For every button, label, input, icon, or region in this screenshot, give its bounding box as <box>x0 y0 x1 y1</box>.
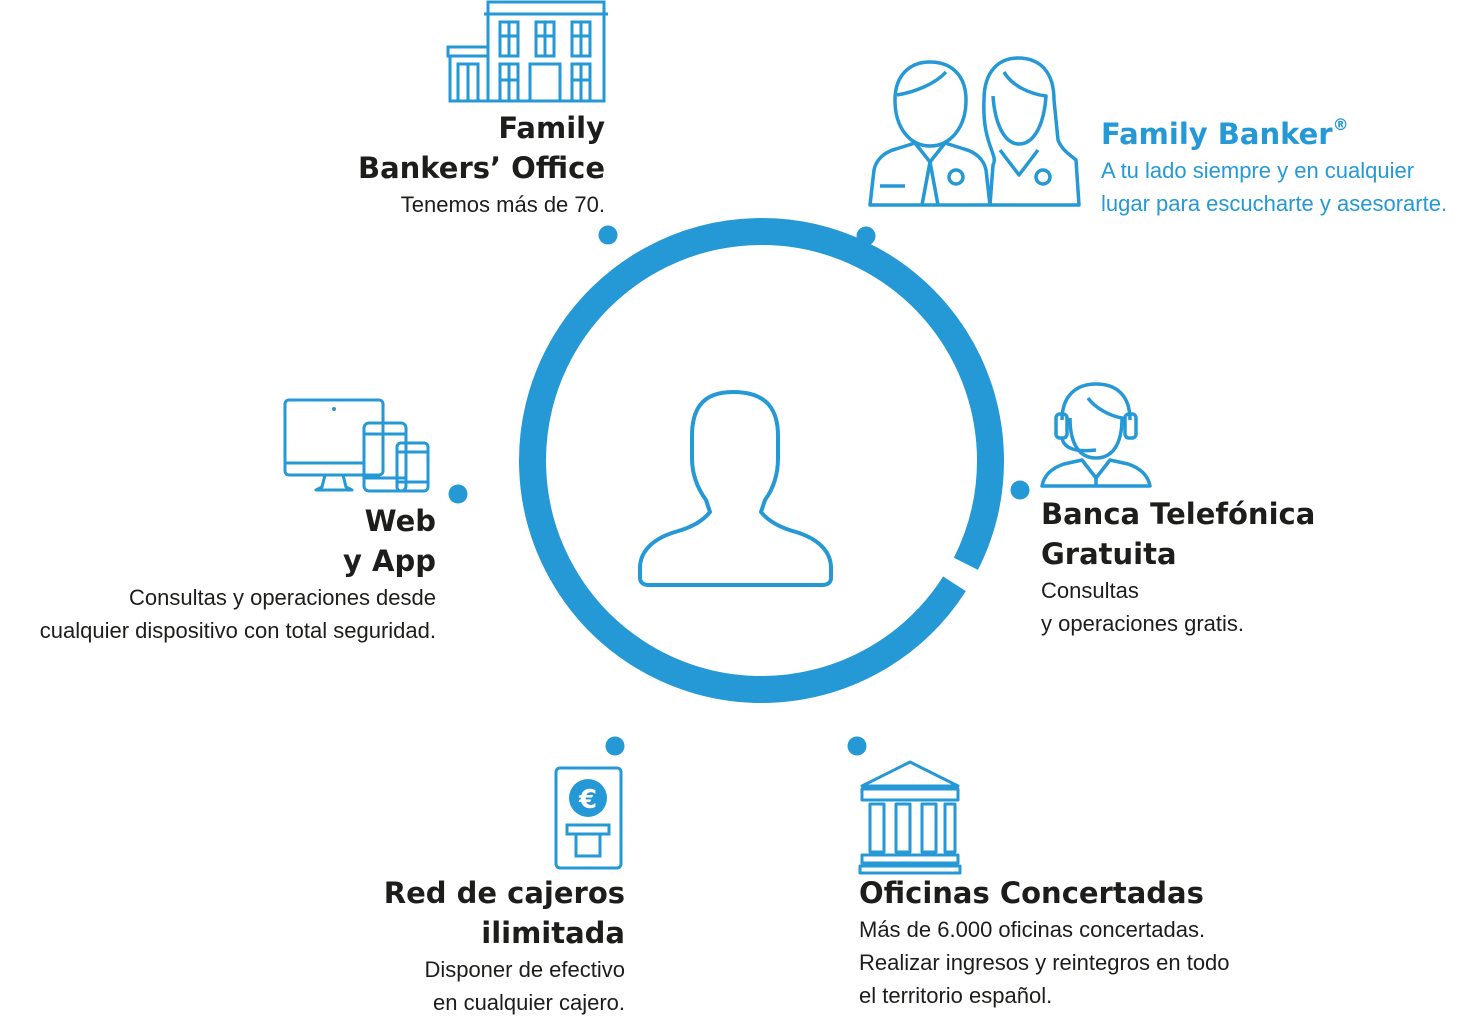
dot-atm <box>605 736 625 756</box>
dot-banker <box>856 226 876 246</box>
dot-web <box>448 484 468 504</box>
channel-phone: Banca Telefónica Gratuita Consultas y op… <box>1041 494 1315 640</box>
channel-office: Family Bankers’ Office Tenemos más de 70… <box>358 108 605 221</box>
banker-desc-line1: A tu lado siempre y en cualquier <box>1101 158 1415 183</box>
bank-building-icon <box>858 760 962 875</box>
headset-operator-icon <box>1040 382 1152 488</box>
web-title-line2: y App <box>343 544 436 578</box>
web-desc-line1: Consultas y operaciones desde <box>129 585 436 610</box>
web-title-line1: Web <box>364 504 436 538</box>
channel-web: Web y App Consultas y operaciones desde … <box>40 501 436 647</box>
banker-title: Family Banker® <box>1101 114 1447 154</box>
office-title-line2: Bankers’ Office <box>357 151 605 185</box>
channel-atm: Red de cajeros ilimitada Disponer de efe… <box>384 873 625 1019</box>
branches-title-line1: Oficinas Concertadas <box>859 876 1204 910</box>
central-ring <box>519 218 1004 704</box>
devices-camera-dot <box>332 407 336 411</box>
connector-dots <box>448 225 1030 756</box>
atm-desc-line1: Disponer de efectivo <box>424 957 625 982</box>
phone-desc-line2: y operaciones gratis. <box>1041 611 1244 636</box>
branches-desc-line3: el territorio español. <box>859 983 1053 1008</box>
building-icon <box>446 0 608 103</box>
dot-phone <box>1010 480 1030 500</box>
branches-desc-line1: Más de 6.000 oficinas concertadas. <box>859 917 1206 942</box>
office-title-line1: Family <box>498 111 605 145</box>
devices-icon <box>283 398 430 493</box>
banker-title-text: Family Banker <box>1101 117 1333 151</box>
dot-branches <box>847 736 867 756</box>
phone-title-line2: Gratuita <box>1041 537 1177 571</box>
user-silhouette-icon <box>638 390 833 587</box>
web-desc-line2: cualquier dispositivo con total segurida… <box>39 618 436 643</box>
phone-title-line1: Banca Telefónica <box>1041 497 1316 531</box>
channel-branches: Oficinas Concertadas Más de 6.000 oficin… <box>859 873 1230 1012</box>
atm-desc-line2: en cualquier cajero. <box>432 990 625 1015</box>
office-desc-line1: Tenemos más de 70. <box>400 192 605 217</box>
phone-desc-line1: Consultas <box>1041 578 1139 603</box>
banker-desc-line2: lugar para escucharte y asesorarte. <box>1101 191 1448 216</box>
atm-title-line1: Red de cajeros <box>383 876 625 910</box>
atm-title-line2: ilimitada <box>481 916 625 950</box>
banker-registered-mark: ® <box>1332 115 1349 134</box>
branches-desc-line2: Realizar ingresos y reintegros en todo <box>859 950 1230 975</box>
channel-banker: Family Banker® A tu lado siempre y en cu… <box>1101 114 1447 220</box>
family-bankers-people-icon <box>868 56 1081 207</box>
atm-euro-icon: € <box>554 766 623 870</box>
dot-office <box>598 225 618 245</box>
svg-text:€: € <box>578 785 597 815</box>
